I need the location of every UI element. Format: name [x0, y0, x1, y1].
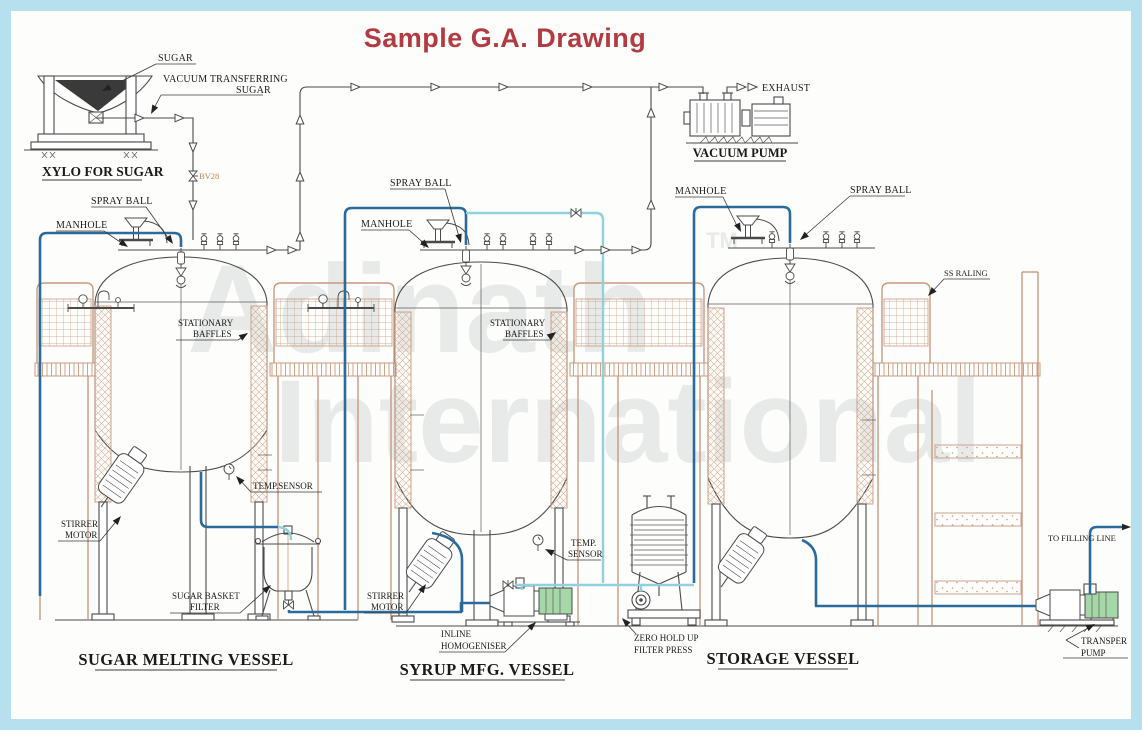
- inline-homogeniser: [489, 577, 580, 627]
- label-zero-a: ZERO HOLD UP: [634, 633, 699, 643]
- ladder: [931, 271, 1039, 626]
- label-transfer-a: TRANSPER: [1081, 636, 1127, 646]
- temp-sensor-2: [532, 534, 544, 552]
- label-stirrer-2a: STIRRER: [367, 591, 404, 601]
- label-temp-2b: SENSOR: [568, 549, 603, 559]
- annotation-texts: SUGAR VACUUM TRANSFERRING SUGAR XYLO FOR…: [42, 53, 1127, 679]
- label-manhole-2: MANHOLE: [361, 219, 412, 230]
- annotation-leaders: [42, 63, 1128, 681]
- page-title: Sample G.A. Drawing: [364, 23, 647, 53]
- storage-vessel: [704, 214, 876, 627]
- label-spray-ball-3: SPRAY BALL: [850, 185, 912, 196]
- label-to-filling-line: TO FILLING LINE: [1048, 533, 1116, 543]
- spray-ball-3: [784, 243, 796, 284]
- label-spray-ball-1: SPRAY BALL: [91, 196, 153, 207]
- label-spray-ball-2: SPRAY BALL: [390, 178, 452, 189]
- label-stirrer-1b: MOTOR: [65, 530, 97, 540]
- xylo-for-sugar: [30, 75, 154, 159]
- spray-ball-1: [175, 247, 187, 288]
- syrup-mfg-vessel: [307, 218, 571, 627]
- label-stirrer-1a: STIRRER: [61, 519, 98, 529]
- label-temp-2a: TEMP.: [571, 538, 596, 548]
- ga-drawing-svg: Adinath International TM Sample G.A. Dra…: [24, 23, 1131, 681]
- label-inline-b: HOMOGENISER: [441, 641, 507, 651]
- sugar-melting-vessel: [67, 216, 300, 621]
- vacuum-piping: [96, 82, 758, 255]
- temp-sensor-1: [223, 463, 235, 481]
- transfer-pump: [1035, 583, 1119, 633]
- zero-hold-up-filter-press: [627, 495, 701, 626]
- label-manhole-3: MANHOLE: [675, 186, 726, 197]
- spray-ball-2: [460, 245, 472, 286]
- title-vessel3: STORAGE VESSEL: [706, 649, 859, 668]
- label-exhaust: EXHAUST: [762, 83, 810, 94]
- label-ss-raling: SS RALING: [944, 268, 988, 278]
- label-stirrer-2b: MOTOR: [371, 602, 403, 612]
- label-baffles-1a: STATIONARY: [178, 318, 234, 328]
- label-zero-b: FILTER PRESS: [634, 645, 692, 655]
- label-temp-sensor-1: TEMP.SENSOR: [253, 481, 313, 491]
- label-vacuum-transferring-2: SUGAR: [236, 85, 271, 96]
- title-vessel2: SYRUP MFG. VESSEL: [400, 660, 575, 679]
- label-bv28: BV28: [199, 171, 219, 181]
- label-vacuum-transferring-1: VACUUM TRANSFERRING: [163, 74, 288, 85]
- label-inline-a: INLINE: [441, 629, 471, 639]
- label-transfer-b: PUMP: [1081, 648, 1106, 658]
- label-baffles-1b: BAFFLES: [193, 329, 232, 339]
- drawing-canvas: Adinath International TM Sample G.A. Dra…: [11, 11, 1131, 719]
- label-manhole-1: MANHOLE: [56, 220, 107, 231]
- vacuum-pump: [683, 92, 798, 144]
- label-baffles-2b: BAFFLES: [505, 329, 544, 339]
- watermark-tm: TM: [706, 228, 738, 253]
- title-vessel1: SUGAR MELTING VESSEL: [78, 650, 293, 669]
- label-basket-a: SUGAR BASKET: [172, 591, 240, 601]
- label-sugar: SUGAR: [158, 53, 193, 64]
- sugar-basket-filter: [254, 525, 322, 621]
- label-basket-b: FILTER: [190, 602, 220, 612]
- label-baffles-2a: STATIONARY: [490, 318, 546, 328]
- product-piping: [38, 205, 1131, 614]
- label-vacuum-pump: VACUUM PUMP: [693, 146, 788, 160]
- label-xylo: XYLO FOR SUGAR: [42, 164, 164, 179]
- bv28-valve: [188, 170, 199, 182]
